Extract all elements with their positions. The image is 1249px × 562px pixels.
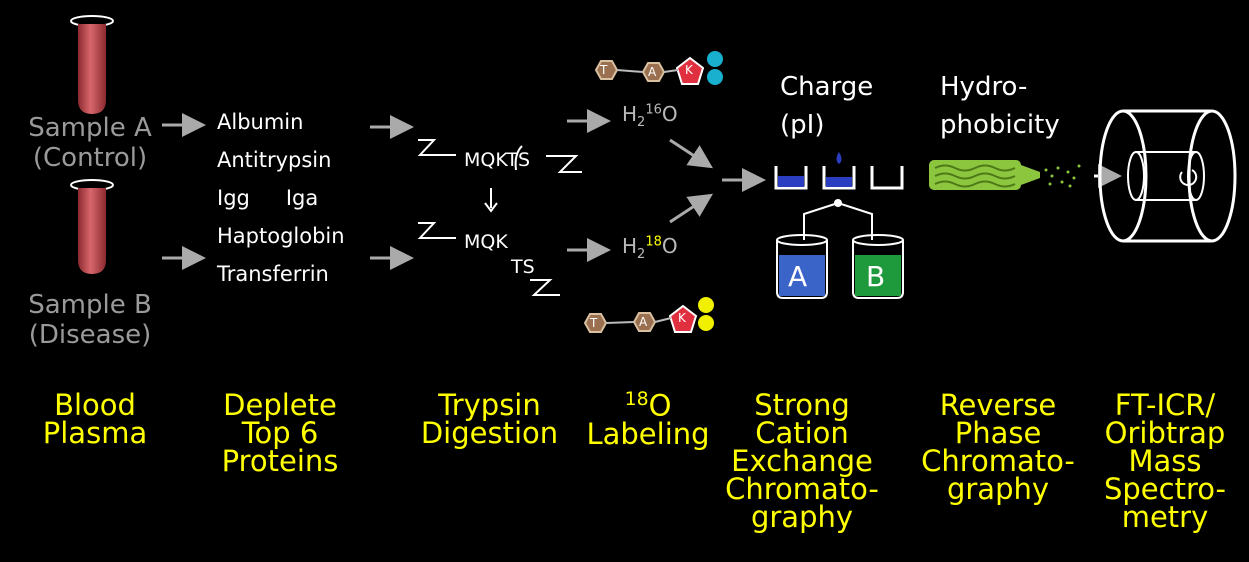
step-7-line3: Mass: [1128, 444, 1202, 478]
step-5-line3: Exchange: [731, 444, 873, 478]
step-scx: Strong Cation Exchange Chromato- graphy: [712, 388, 892, 534]
water-16-h: H: [622, 102, 638, 126]
step-6-line3: Chromato-: [921, 444, 1075, 478]
step-6-line2: Phase: [954, 416, 1042, 450]
scx-header-line2: (pI): [780, 110, 825, 140]
water-16-sub: 2: [637, 115, 646, 130]
vial-b-label: B: [866, 260, 886, 293]
peptide-bottom-left: MQK: [464, 231, 508, 253]
peptide-top: MQKTS: [464, 149, 530, 171]
sample-b-label: Sample B (Disease): [15, 290, 165, 350]
mass-spectrometer-icon: [1094, 109, 1237, 243]
tag-top-k: K: [685, 63, 693, 77]
sample-a-name: Sample A: [28, 113, 152, 143]
step-7-line4: Spectro-: [1103, 472, 1226, 506]
scx-wells-icon: [774, 152, 904, 240]
rp-header: Hydro- phobicity: [940, 68, 1060, 144]
sample-a-group: (Control): [32, 143, 148, 173]
tag-group-bottom-icon: [583, 297, 714, 333]
test-tube-b-icon: [70, 179, 114, 274]
protein-transferrin: Transferrin: [217, 262, 329, 286]
step-4-sup: 18: [624, 389, 649, 410]
step-rp: Reverse Phase Chromato- graphy: [908, 388, 1088, 506]
protein-albumin: Albumin: [217, 110, 304, 134]
scx-header-line1: Charge: [780, 72, 874, 102]
step-2-line3: Proteins: [221, 444, 339, 478]
flow-arrows: [162, 109, 766, 270]
step-2-line2: Top 6: [241, 416, 319, 450]
tag-bottom-a: A: [639, 315, 648, 329]
protein-iga: Iga: [285, 186, 319, 210]
step-7-line1: FT-ICR/: [1114, 388, 1216, 422]
water-16-o: O: [661, 102, 678, 126]
rp-column-icon: [929, 160, 1081, 190]
tag-top-a: A: [648, 65, 657, 79]
tag-bottom-k: K: [678, 311, 686, 325]
step-trypsin: Trypsin Digestion: [412, 388, 567, 450]
step-7-line5: metry: [1121, 500, 1209, 534]
peptide-bottom-right: TS: [511, 256, 535, 278]
sample-a-label: Sample A (Control): [15, 113, 165, 173]
vial-a-icon: [776, 234, 828, 299]
step-3-line2: Digestion: [420, 416, 559, 450]
step-7-line2: Oribtrap: [1104, 416, 1226, 450]
water-18-o: O: [661, 234, 678, 258]
vial-a-label: A: [788, 260, 808, 293]
water-16-sup: 16: [645, 102, 662, 118]
step-3-line1: Trypsin: [438, 388, 541, 422]
water-18-sup: 18: [645, 234, 662, 250]
step-deplete: Deplete Top 6 Proteins: [205, 388, 355, 478]
step-1-line1: Blood: [54, 388, 136, 422]
vial-b-icon: [852, 234, 904, 299]
peptide-squiggles: [417, 139, 582, 296]
scx-header: Charge (pI): [780, 68, 873, 144]
step-4-line2: Labeling: [586, 416, 710, 451]
step-6-line4: graphy: [946, 472, 1050, 506]
step-6-line1: Reverse: [939, 388, 1057, 422]
step-5-line5: graphy: [750, 500, 854, 534]
protein-list: Albumin Antitrypsin Igg Iga Haptoglobin T…: [217, 103, 345, 293]
rp-header-line1: Hydro-: [940, 72, 1028, 102]
sample-b-name: Sample B: [28, 290, 152, 320]
tag-top-t: T: [600, 63, 608, 77]
step-4-o: O: [648, 388, 672, 423]
tag-bottom-t: T: [590, 316, 598, 330]
water-16-label: H216O: [622, 102, 678, 130]
step-1-line2: Plasma: [42, 416, 148, 450]
water-18-label: H218O: [622, 234, 678, 262]
step-blood-plasma: Blood Plasma: [30, 388, 160, 450]
step-2-line1: Deplete: [223, 388, 337, 422]
step-5-line4: Chromato-: [725, 472, 879, 506]
water-18-sub: 2: [637, 247, 646, 262]
step-5-line2: Cation: [755, 416, 849, 450]
protein-haptoglobin: Haptoglobin: [217, 224, 345, 248]
step-labeling: 18O Labeling: [578, 386, 718, 448]
protein-igg: Igg: [217, 186, 250, 210]
sample-b-group: (Disease): [28, 320, 152, 350]
test-tube-a-icon: [70, 15, 114, 114]
step-4-line1: 18O: [578, 386, 718, 420]
water-18-h: H: [622, 234, 638, 258]
protein-igg-iga-row: Igg Iga: [217, 179, 345, 217]
step-mass-spec: FT-ICR/ Oribtrap Mass Spectro- metry: [1085, 388, 1245, 534]
step-5-line1: Strong: [754, 388, 850, 422]
rp-header-line2: phobicity: [940, 110, 1060, 140]
tag-group-top-icon: [594, 51, 723, 85]
protein-antitrypsin: Antitrypsin: [217, 148, 332, 172]
